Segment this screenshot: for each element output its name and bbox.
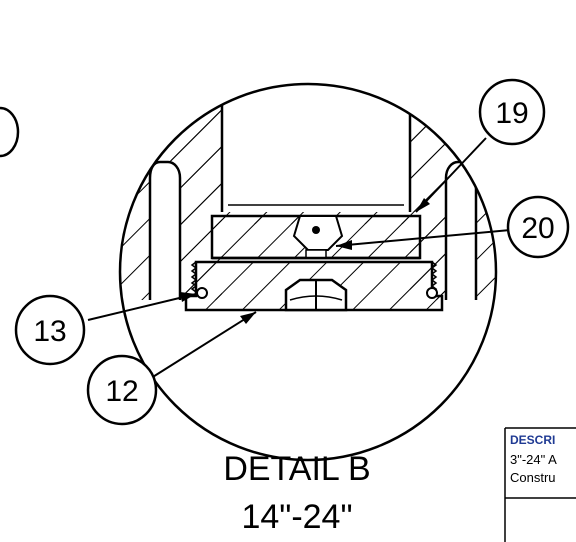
leader-12 <box>147 311 257 381</box>
callout-13: 13 <box>14 294 86 366</box>
callout-20: 20 <box>506 195 570 259</box>
callout-13-number: 13 <box>33 315 66 348</box>
detail-title: DETAIL B <box>223 450 370 488</box>
detail-range: 14"-24" <box>241 498 352 536</box>
detail-contents <box>120 84 496 312</box>
bore-clear <box>222 84 410 212</box>
o-ring-right <box>426 287 438 299</box>
callout-19-number: 19 <box>495 97 528 130</box>
thread-right <box>430 261 438 293</box>
o-ring-left <box>196 287 208 299</box>
leader-19 <box>415 137 487 213</box>
title-block-heading: DESCRI <box>510 433 555 447</box>
callout-19: 19 <box>478 78 546 146</box>
left-groove <box>148 160 182 300</box>
leader-13 <box>87 293 197 321</box>
thread-left <box>190 261 198 293</box>
title-block-line2: Constru <box>510 470 556 485</box>
callout-20-number: 20 <box>521 212 554 245</box>
title-block-line1: 3"-24" A <box>510 452 557 467</box>
callout-12: 12 <box>86 354 158 426</box>
callout-12-number: 12 <box>105 375 138 408</box>
partial-callout-arc <box>0 106 20 158</box>
title-block: DESCRI 3"-24" A Constru <box>504 427 576 542</box>
detail-circle <box>118 82 498 462</box>
leader-20 <box>335 229 511 247</box>
